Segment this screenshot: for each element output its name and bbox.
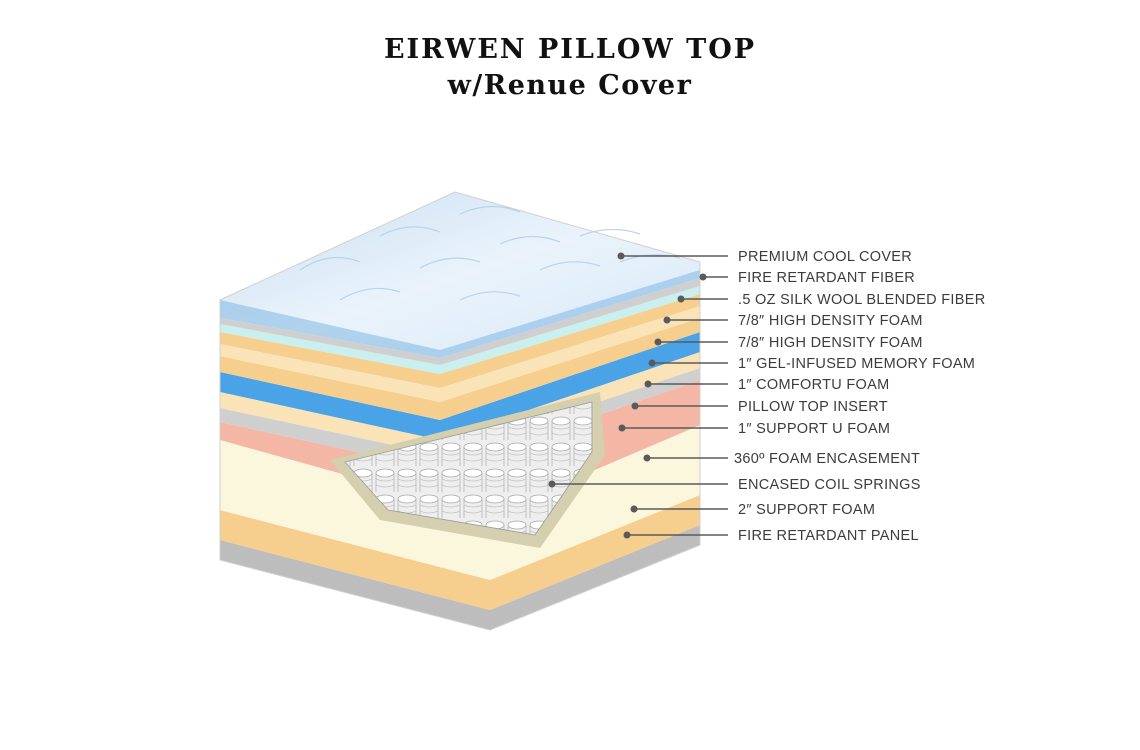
callout-foam-encasement: 360º FOAM ENCASEMENT [643,451,920,467]
layer-label: 1″ COMFORTU FOAM [738,377,889,393]
layer-label: PREMIUM COOL COVER [738,249,912,265]
callout-premium-cool-cover: PREMIUM COOL COVER [617,249,912,265]
layer-label: 360º FOAM ENCASEMENT [734,451,920,467]
callout-fire-retardant-panel: FIRE RETARDANT PANEL [623,528,919,544]
layer-label: .5 OZ SILK WOOL BLENDED FIBER [738,292,985,308]
layer-label: 1″ GEL-INFUSED MEMORY FOAM [738,356,975,372]
callout-high-density-foam-2: 7/8″ HIGH DENSITY FOAM [654,335,923,351]
layer-label: FIRE RETARDANT FIBER [738,270,915,286]
callout-support-foam: 2″ SUPPORT FOAM [630,502,875,518]
callout-comfortu-foam: 1″ COMFORTU FOAM [644,377,889,393]
diagram-title: EIRWEN PILLOW TOP [383,34,757,65]
mattress-cross-section [219,191,701,631]
callout-encased-coil-springs: ENCASED COIL SPRINGS [548,477,921,493]
layer-label: PILLOW TOP INSERT [738,399,888,415]
callout-high-density-foam-1: 7/8″ HIGH DENSITY FOAM [663,313,923,329]
callout-silk-wool-fiber: .5 OZ SILK WOOL BLENDED FIBER [677,292,985,308]
layer-label: 1″ SUPPORT U FOAM [738,421,890,437]
layer-label: 2″ SUPPORT FOAM [738,502,875,518]
callout-fire-retardant-fiber: FIRE RETARDANT FIBER [699,270,915,286]
layer-label: 7/8″ HIGH DENSITY FOAM [738,313,923,329]
callout-support-u-foam: 1″ SUPPORT U FOAM [618,421,890,437]
layer-label: FIRE RETARDANT PANEL [738,528,919,544]
layer-label: ENCASED COIL SPRINGS [738,477,921,493]
layer-callouts: PREMIUM COOL COVER FIRE RETARDANT FIBER … [548,249,985,544]
callout-pillow-top-insert: PILLOW TOP INSERT [631,399,888,415]
diagram-subtitle: w/Renue Cover [447,70,693,101]
callout-gel-memory-foam: 1″ GEL-INFUSED MEMORY FOAM [648,356,975,372]
layer-label: 7/8″ HIGH DENSITY FOAM [738,335,923,351]
